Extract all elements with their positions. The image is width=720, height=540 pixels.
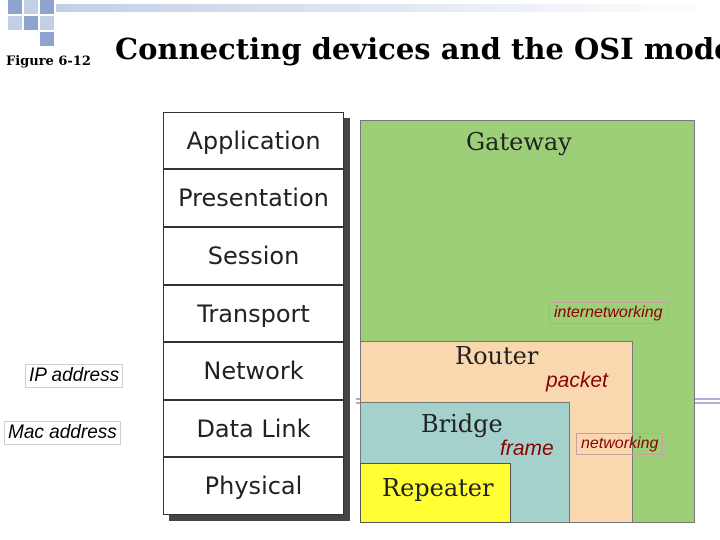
packet-label: packet — [546, 369, 608, 392]
mac-address-label: Mac address — [4, 421, 121, 445]
osi-layer-session: Session — [163, 227, 344, 285]
figure-label: Figure 6-12 — [6, 54, 91, 69]
osi-layer-data-link: Data Link — [163, 400, 344, 457]
repeater-region — [360, 463, 511, 523]
frame-label: frame — [500, 437, 554, 460]
osi-layer-application: Application — [163, 112, 344, 169]
gateway-label: Gateway — [466, 128, 572, 156]
internetworking-label: internetworking — [549, 302, 668, 324]
osi-layer-presentation: Presentation — [163, 169, 344, 227]
router-label: Router — [455, 342, 539, 370]
bridge-label: Bridge — [421, 410, 503, 438]
osi-layer-physical: Physical — [163, 457, 344, 515]
networking-label: networking — [576, 433, 664, 455]
top-gradient-bar — [56, 4, 720, 12]
repeater-label: Repeater — [382, 474, 494, 502]
osi-layer-transport: Transport — [163, 285, 344, 342]
slide-title: Connecting devices and the OSI model — [115, 32, 720, 66]
ip-address-label: IP address — [25, 364, 124, 388]
osi-layer-network: Network — [163, 342, 344, 400]
